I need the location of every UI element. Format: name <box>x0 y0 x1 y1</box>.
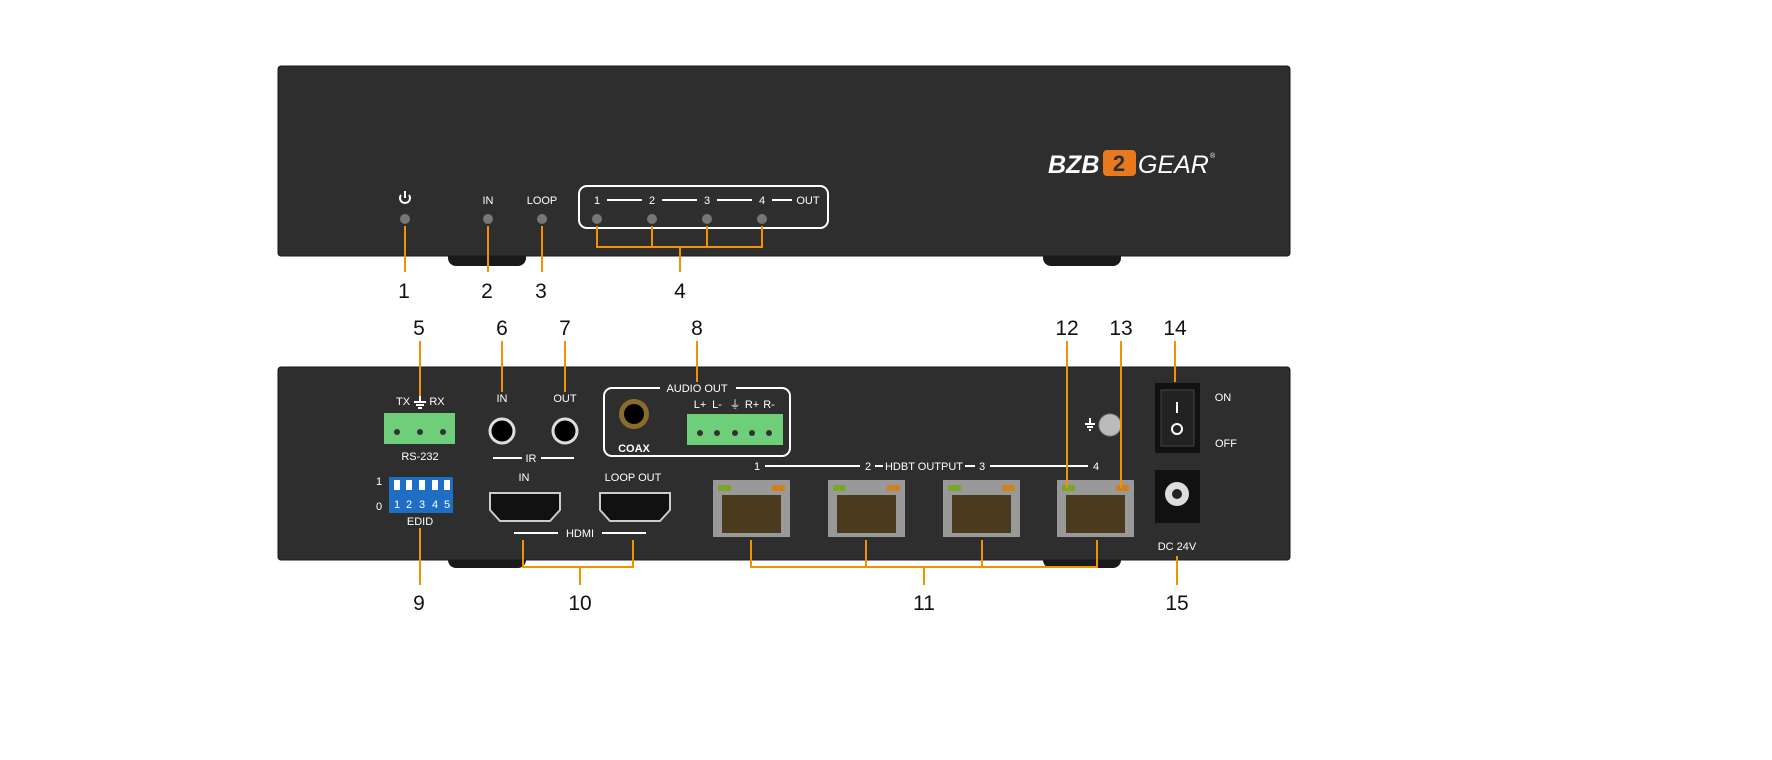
edid-label: EDID <box>407 516 433 528</box>
callout-2: 2 <box>481 280 493 303</box>
audio-pin-label: R- <box>763 399 775 411</box>
out-led-label: 4 <box>759 195 765 207</box>
rear-panel: TX RX RS-232 IN OUT IR AUDIO OUT COAX L+… <box>277 341 1291 585</box>
hdmi-label: HDMI <box>566 528 594 540</box>
switch-off-label: OFF <box>1215 438 1237 450</box>
front-chassis <box>277 65 1291 257</box>
audio-pin-label: R+ <box>745 399 759 411</box>
in-led-label: IN <box>483 195 494 207</box>
callout-10: 10 <box>568 592 591 615</box>
callout-3: 3 <box>535 280 547 303</box>
callout-11: 11 <box>913 592 935 615</box>
out-led-label: 2 <box>649 195 655 207</box>
audio-pin-label: ⏚ <box>730 398 741 411</box>
callout-13: 13 <box>1109 317 1132 340</box>
ir-out-label: OUT <box>553 393 577 405</box>
hdbt-rj45-port[interactable] <box>943 480 1020 537</box>
switch-on-label: ON <box>1215 392 1232 404</box>
svg-text:2: 2 <box>1113 151 1125 176</box>
hdbt-rj45-port[interactable] <box>1057 480 1134 537</box>
svg-text:1: 1 <box>394 499 400 511</box>
led-indicators <box>400 214 767 224</box>
svg-text:4: 4 <box>432 499 438 511</box>
coax-label: COAX <box>618 443 650 455</box>
ir-label: IR <box>526 453 537 465</box>
power-icon <box>399 191 411 204</box>
svg-text:BZB: BZB <box>1048 151 1099 179</box>
svg-text:5: 5 <box>444 499 450 511</box>
callout-numbers: 1 2 3 4 5 6 7 8 9 10 11 12 13 14 15 <box>398 280 1189 615</box>
out-led <box>702 214 712 224</box>
hdbt-port-number: 2 <box>865 461 871 473</box>
hdbt-rj45-port[interactable] <box>713 480 790 537</box>
hdmi-loop-out-port[interactable] <box>599 492 671 522</box>
ground-icon <box>414 396 426 409</box>
power-rocker-switch[interactable] <box>1155 383 1200 453</box>
rs232-terminal[interactable] <box>384 413 455 444</box>
hdmi-in-port[interactable] <box>489 492 561 522</box>
svg-text:3: 3 <box>419 499 425 511</box>
hdbt-output-label: HDBT OUTPUT <box>885 461 963 473</box>
callout-1: 1 <box>398 280 410 303</box>
loop-led <box>537 214 547 224</box>
hdbt-port-number: 3 <box>979 461 985 473</box>
power-led <box>400 214 410 224</box>
front-panel: BZB 2 GEAR ® IN LOOP 1 2 3 4 OUT <box>277 65 1291 272</box>
edid-dip-switch[interactable]: 1 2 3 4 5 <box>389 477 453 513</box>
hdbt-rj45-port[interactable] <box>828 480 905 537</box>
callout-12: 12 <box>1055 317 1078 340</box>
svg-text:2: 2 <box>406 499 412 511</box>
callout-6: 6 <box>496 317 508 340</box>
svg-text:®: ® <box>1210 152 1216 160</box>
ir-in-jack[interactable] <box>488 417 516 445</box>
callout-15: 15 <box>1165 592 1188 615</box>
out-label: OUT <box>796 195 820 207</box>
out-led <box>647 214 657 224</box>
edid-off-label: 0 <box>376 501 382 513</box>
ir-in-label: IN <box>497 393 508 405</box>
audio-terminal[interactable] <box>687 414 783 445</box>
audio-pin-label: L- <box>712 399 722 411</box>
in-led <box>483 214 493 224</box>
svg-text:GEAR: GEAR <box>1138 151 1209 179</box>
out-led <box>757 214 767 224</box>
callout-7: 7 <box>559 317 571 340</box>
ground-icon <box>1085 418 1095 431</box>
hdmi-in-label: IN <box>519 472 530 484</box>
audio-pin-label: L+ <box>694 399 707 411</box>
hdbt-port-number: 4 <box>1093 461 1099 473</box>
loop-led-label: LOOP <box>527 195 558 207</box>
dc-24v-label: DC 24V <box>1158 541 1197 553</box>
hdbt-port-number: 1 <box>754 461 760 473</box>
ground-screw[interactable] <box>1098 413 1122 437</box>
hdmi-loop-out-label: LOOP OUT <box>605 472 662 484</box>
callout-14: 14 <box>1163 317 1187 340</box>
audio-out-label: AUDIO OUT <box>666 383 727 395</box>
out-led-label: 3 <box>704 195 710 207</box>
edid-on-label: 1 <box>376 476 382 488</box>
rs232-tx-label: TX <box>396 396 411 408</box>
rs232-label: RS-232 <box>401 451 438 463</box>
callout-5: 5 <box>413 317 425 340</box>
brand-logo: BZB 2 GEAR ® <box>1048 150 1216 179</box>
rs232-rx-label: RX <box>429 396 445 408</box>
ir-out-jack[interactable] <box>551 417 579 445</box>
callout-4: 4 <box>674 280 686 303</box>
callout-9: 9 <box>413 592 425 615</box>
callout-8: 8 <box>691 317 703 340</box>
output-led-group <box>578 185 829 229</box>
dc-power-jack[interactable] <box>1155 470 1200 523</box>
out-led-label: 1 <box>594 195 600 207</box>
out-led <box>592 214 602 224</box>
